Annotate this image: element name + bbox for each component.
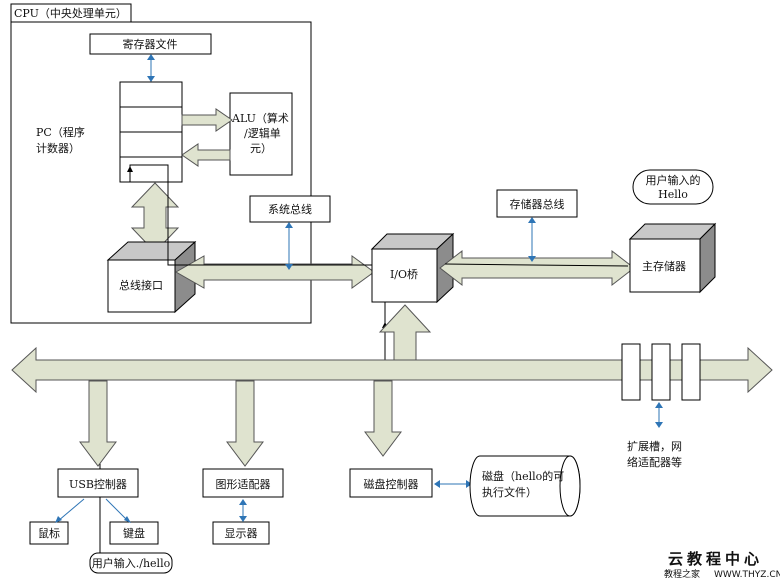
- hello-line1: 用户输入的: [646, 173, 701, 187]
- watermark-sub: WWW.THYZ.CN: [714, 570, 780, 580]
- disk-controller-box: [349, 468, 433, 498]
- disk-line1: 磁盘（hello的可: [482, 469, 564, 483]
- expansion-arrow: [655, 402, 663, 428]
- usb-controller-label: USB控制器: [69, 477, 127, 491]
- register-file-box: [89, 33, 212, 55]
- disk-arrow: [434, 480, 472, 488]
- pc-line2: 计数器）: [36, 142, 80, 155]
- alu-line1: ALU（算术: [231, 111, 289, 125]
- usb-bus-arrow: [79, 380, 117, 467]
- display-label: 显示器: [225, 527, 258, 540]
- system-bus-label: 系统总线: [268, 202, 312, 216]
- alu-box: [229, 92, 293, 176]
- mouse-box: [29, 521, 69, 545]
- graphics-bus-arrow: [226, 380, 264, 467]
- cpu-label-tab: [10, 3, 132, 23]
- register-stack: [119, 81, 183, 183]
- main-memory-box: [628, 222, 717, 294]
- expansion-line2: 络适配器等: [627, 455, 682, 469]
- register-file-arrow: [147, 54, 155, 82]
- alu-line3: 元）: [250, 142, 272, 155]
- user-input-label: 用户输入./hello: [92, 556, 171, 570]
- io-bus-arrow: [11, 346, 773, 394]
- alu-to-register-arrow: [181, 143, 231, 167]
- disk-controller-label: 磁盘控制器: [364, 477, 419, 491]
- memory-bus-label: 存储器总线: [510, 197, 565, 211]
- memory-bus-arrow: [439, 249, 635, 287]
- watermark-brand: 教程之家: [664, 568, 700, 580]
- user-input-bubble: [89, 552, 173, 574]
- graphics-adapter-box: [202, 468, 284, 498]
- graphics-adapter-label: 图形适配器: [216, 478, 271, 491]
- io-bridge-label: I/O桥: [390, 268, 418, 281]
- register-to-alu-arrow: [181, 108, 233, 132]
- watermark-title: 云教程中心: [668, 550, 763, 568]
- mouse-label: 鼠标: [38, 526, 60, 540]
- expansion-line1: 扩展槽，网: [627, 439, 682, 453]
- disk-line2: 执行文件）: [482, 485, 537, 499]
- hello-line2: Hello: [658, 188, 688, 201]
- alu-line2: /逻辑单: [244, 126, 281, 140]
- cpu-label: CPU（中央处理单元）: [14, 7, 127, 20]
- display-box: [212, 521, 270, 545]
- usb-controller-box: [57, 468, 139, 498]
- keyboard-label: 键盘: [123, 526, 145, 540]
- disk-cylinder: [469, 455, 581, 517]
- keyboard-box: [109, 521, 159, 545]
- system-bus-label-arrow: [285, 222, 293, 270]
- io-bridge-io-bus-arrow: [378, 304, 432, 364]
- peripheral-arrows: [55, 498, 247, 523]
- system-bus-arrow: [174, 255, 375, 289]
- bus-interface-box: [106, 240, 197, 314]
- expansion-slots: [621, 343, 701, 401]
- memory-bus-wire: [444, 263, 629, 267]
- disk-bus-arrow: [364, 380, 402, 457]
- cpu-box: [10, 21, 312, 324]
- hello-bubble: [632, 169, 714, 205]
- memory-bus-label-box: [496, 189, 578, 218]
- system-bus-label-box: [249, 195, 331, 223]
- register-file-label: 寄存器文件: [123, 37, 178, 51]
- pc-line1: PC（程序: [36, 125, 85, 139]
- main-memory-label: 主存储器: [642, 259, 686, 273]
- bus-interface-label: 总线接口: [119, 278, 163, 292]
- memory-bus-label-arrow: [528, 217, 536, 262]
